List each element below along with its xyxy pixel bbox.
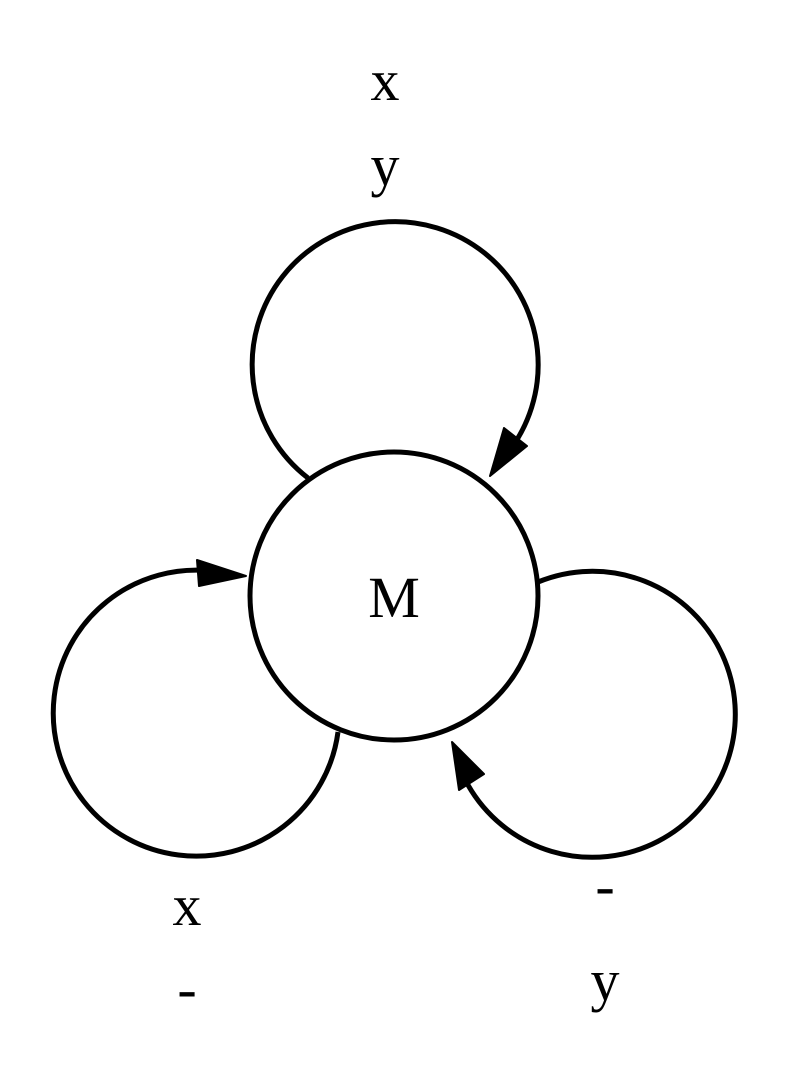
node-m: M	[247, 449, 541, 743]
loop-top-edge	[249, 219, 541, 480]
loop-right-arrowhead	[451, 741, 485, 791]
loop-left-label-line-2: -	[177, 956, 196, 1021]
loop-right-edge	[465, 568, 738, 860]
loop-left-edge	[50, 567, 341, 859]
loop-top-label-line-1: x	[371, 48, 400, 113]
loop-top: x y	[249, 48, 541, 480]
loop-top-label-line-2: y	[371, 133, 400, 198]
loop-left-label-line-1: x	[173, 873, 202, 938]
node-m-circle	[247, 449, 541, 743]
loop-left-arrowhead	[196, 559, 247, 587]
loop-top-arrowhead	[489, 427, 528, 477]
loop-right: - y	[451, 568, 738, 1013]
node-m-label: M	[368, 565, 420, 630]
loop-left: x -	[50, 559, 341, 1021]
loop-right-label-line-2: y	[591, 948, 620, 1013]
loop-right-label-line-1: -	[595, 853, 614, 918]
